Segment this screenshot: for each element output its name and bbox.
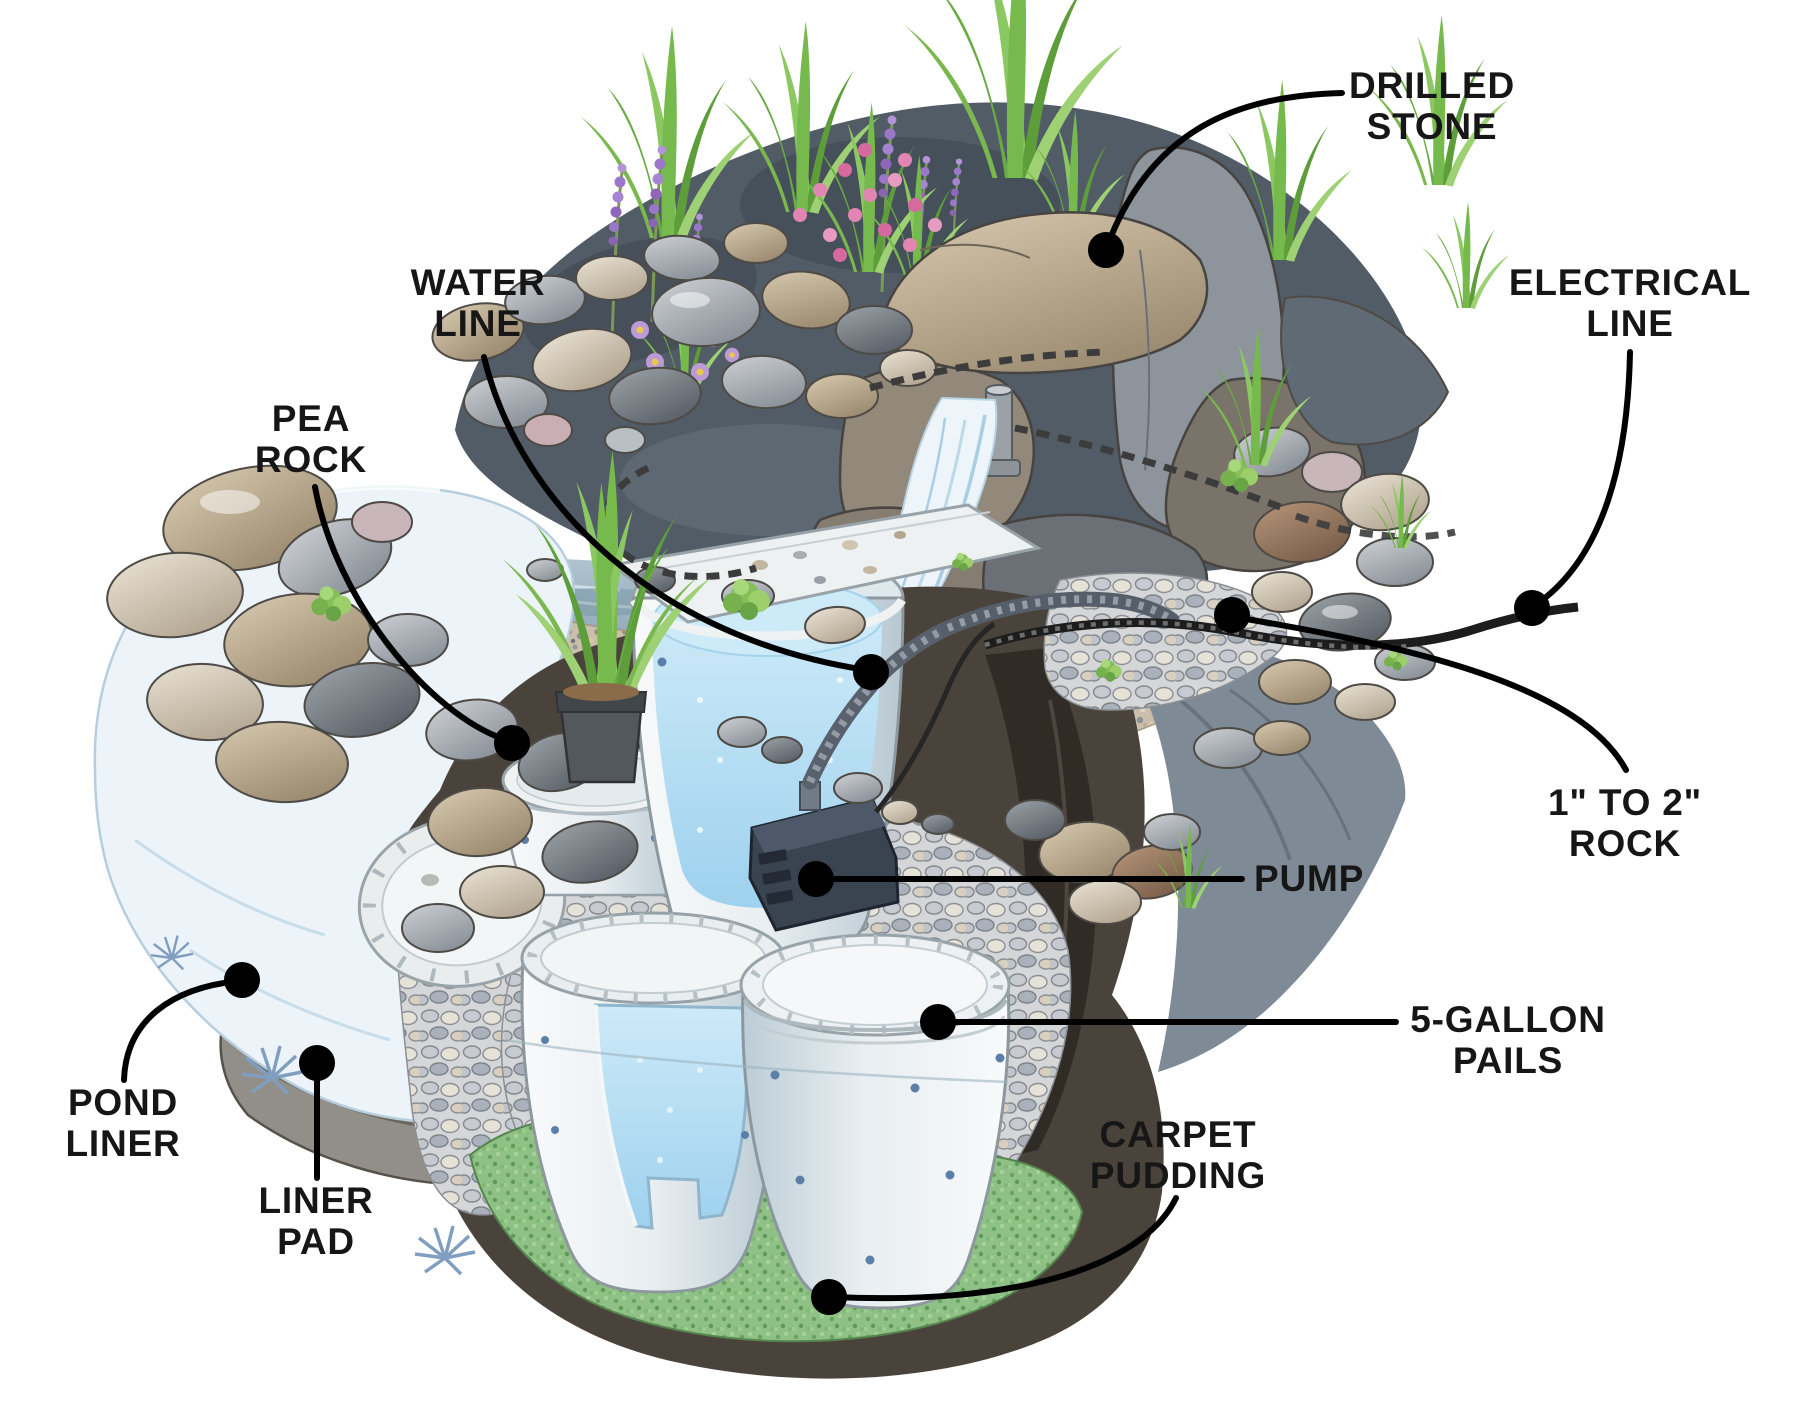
- leader-pea-rock: [312, 484, 509, 743]
- label-water-line-line2: LINE: [434, 303, 522, 344]
- leader-pails-dot: [920, 1004, 956, 1040]
- label-carpet-pudding: CARPET PUDDING: [1090, 1114, 1266, 1196]
- label-drilled-stone-line1: DRILLED: [1349, 65, 1515, 106]
- leader-pea-rock-dot: [494, 725, 530, 761]
- leader-drilled-stone: [1105, 90, 1345, 247]
- background-plants: [580, 0, 1508, 400]
- label-pea-rock-line2: ROCK: [254, 439, 368, 480]
- label-water-line-line1: WATER: [410, 262, 546, 303]
- label-five-gallon-pails-line1: 5-GALLON: [1410, 999, 1606, 1040]
- leader-water-line: [481, 354, 869, 673]
- leader-electrical-line: [1531, 349, 1633, 609]
- label-pea-rock-line1: PEA: [271, 398, 351, 439]
- foreground-plants: [149, 202, 1509, 1276]
- five-gallon-pails: [357, 503, 1042, 1310]
- label-water-line: WATER LINE: [411, 262, 546, 344]
- label-liner-pad-line1: LINER: [258, 1180, 374, 1221]
- pail-front-left-cut: [520, 911, 786, 1294]
- pink-flower-cluster: [793, 102, 969, 284]
- leader-water-line-dot: [853, 654, 889, 690]
- leader-pond-liner: [121, 978, 241, 1083]
- pail-front-right: [739, 933, 1011, 1310]
- leader-one-to-two-rock: [1231, 614, 1629, 773]
- leader-pump-dot: [798, 861, 834, 897]
- rocks: [106, 222, 1450, 953]
- label-pond-liner-line2: LINER: [65, 1123, 181, 1164]
- label-pump-line1: PUMP: [1254, 858, 1365, 899]
- label-pond-liner-line1: POND: [67, 1082, 179, 1123]
- label-carpet-pudding-line1: CARPET: [1099, 1114, 1257, 1155]
- leader-liner-pad-dot: [299, 1045, 335, 1081]
- water-line-armor-dashes: [869, 348, 1109, 392]
- label-liner-pad-line2: PAD: [277, 1221, 355, 1262]
- label-carpet-pudding-line2: PUDDING: [1089, 1155, 1267, 1196]
- leader-pond-liner-dot: [224, 962, 260, 998]
- label-pond-liner: POND LINER: [66, 1082, 181, 1164]
- leader-lines: [121, 90, 1633, 1315]
- label-pea-rock: PEA ROCK: [255, 398, 367, 480]
- water-table-line: [504, 1038, 1009, 1084]
- label-one-to-two-rock-line1: 1" TO 2": [1548, 782, 1702, 823]
- label-electrical-line: ELECTRICAL LINE: [1509, 262, 1751, 344]
- leader-one-to-two-rock-dot: [1214, 597, 1250, 633]
- label-five-gallon-pails-line2: PAILS: [1452, 1040, 1564, 1081]
- label-electrical-line-line2: LINE: [1586, 303, 1674, 344]
- leader-carpet-pudding-dot: [811, 1279, 847, 1315]
- label-liner-pad: LINER PAD: [259, 1180, 374, 1262]
- potted-plant: [502, 450, 711, 784]
- label-drilled-stone-line2: STONE: [1366, 106, 1498, 147]
- label-electrical-line-line1: ELECTRICAL: [1508, 262, 1752, 303]
- label-one-to-two-rock-line2: ROCK: [1568, 823, 1682, 864]
- leader-drilled-stone-dot: [1088, 232, 1124, 268]
- label-drilled-stone: DRILLED STONE: [1349, 65, 1515, 147]
- label-five-gallon-pails: 5-GALLON PAILS: [1410, 999, 1606, 1081]
- leader-electrical-line-dot: [1514, 590, 1550, 626]
- label-pump: PUMP: [1254, 858, 1364, 899]
- label-one-to-two-rock: 1" TO 2" ROCK: [1548, 782, 1702, 864]
- leader-carpet-pudding: [831, 1195, 1179, 1302]
